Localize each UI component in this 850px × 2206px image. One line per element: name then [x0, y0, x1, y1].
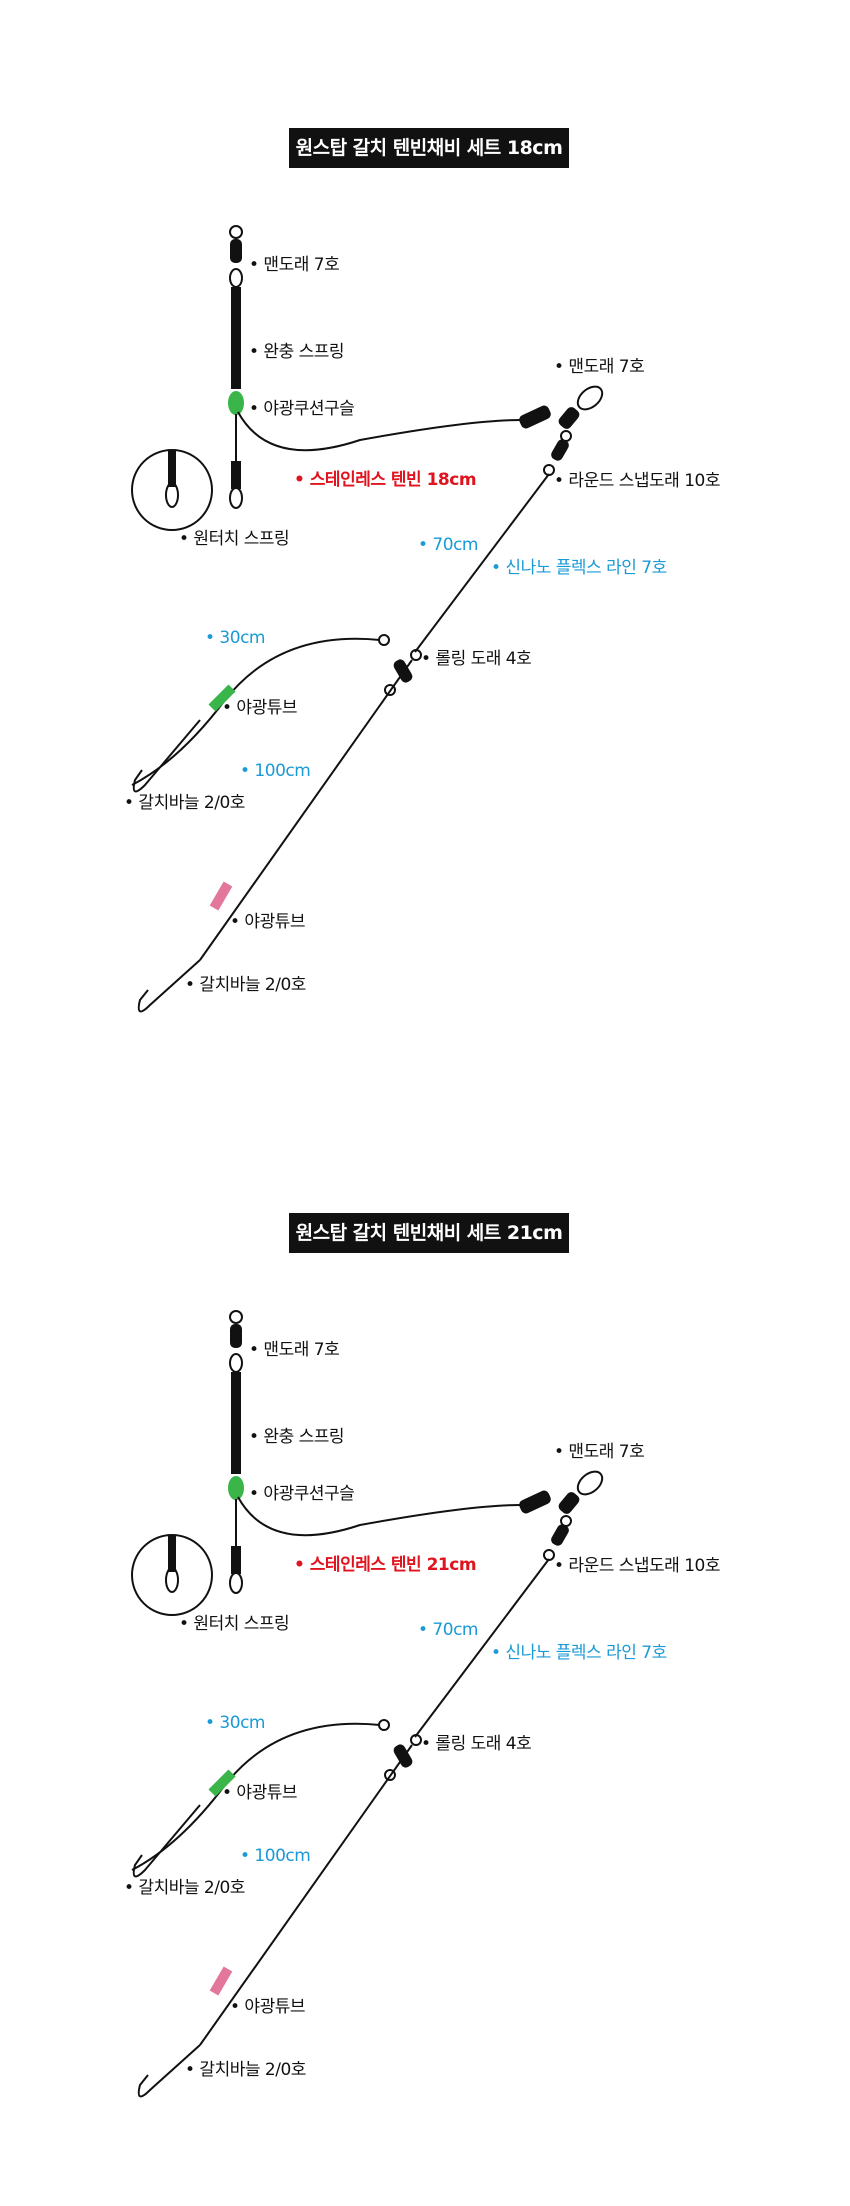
label-hook-2: • 갈치바늘 2/0호: [185, 975, 306, 995]
snap-swivel-body: [551, 439, 569, 461]
main-line-lower: [199, 1744, 413, 2046]
hook-1: [132, 719, 201, 793]
rolling-swivel-body: [393, 1744, 413, 1768]
label-cushion-bead: • 야광쿠션구슬: [249, 1484, 355, 1504]
hook-1: [132, 1804, 201, 1878]
right-swivel-ring: [576, 1470, 604, 1496]
label-line: • 신나노 플렉스 라인 7호: [491, 558, 667, 578]
label-swivel-top: • 맨도래 7호: [249, 255, 340, 275]
rolling-swivel-ring-2: [384, 684, 396, 696]
wire-sleeve: [519, 405, 551, 429]
main-line-upper: [414, 473, 550, 653]
cushion-bead: [228, 1476, 244, 1500]
hook-2: [137, 2044, 201, 2098]
snap-ring-lower: [543, 1549, 555, 1561]
label-one-touch-spring: • 원터치 스프링: [179, 1614, 290, 1634]
rolling-swivel-ring: [410, 649, 422, 661]
label-swivel-top: • 맨도래 7호: [249, 1340, 340, 1360]
rig-diagram: [131, 1310, 604, 2098]
glow-tube-pink: [209, 881, 233, 911]
spring-coil: [231, 1372, 241, 1474]
top-ring: [229, 225, 243, 239]
label-len-30: • 30cm: [205, 628, 265, 648]
lower-loop: [229, 487, 243, 509]
main-line-lower: [199, 659, 413, 961]
rolling-swivel-ring: [410, 1734, 422, 1746]
label-glow-tube-1: • 야광튜브: [222, 1783, 298, 1803]
label-snap-swivel: • 라운드 스냅도래 10호: [554, 1556, 721, 1576]
top-swivel-body: [230, 239, 242, 263]
label-len-30: • 30cm: [205, 1713, 265, 1733]
wire-arm: [237, 411, 521, 452]
cushion-bead: [228, 391, 244, 415]
rig-panel-18cm: 원스탑 갈치 텐빈채비 세트 18cm • 맨도래 7호 • 완충 스프링 • …: [0, 0, 850, 1100]
label-line: • 신나노 플렉스 라인 7호: [491, 1643, 667, 1663]
snap-ring-lower: [543, 464, 555, 476]
label-spring: • 완충 스프링: [249, 342, 345, 362]
panel-title: 원스탑 갈치 텐빈채비 세트 21cm: [289, 1213, 569, 1253]
one-touch-spring-bar: [168, 1536, 176, 1572]
label-glow-tube-2: • 야광튜브: [230, 912, 306, 932]
label-glow-tube-2: • 야광튜브: [230, 1997, 306, 2017]
branch-ring: [378, 634, 390, 646]
one-touch-spring-circle: [131, 1534, 213, 1616]
one-touch-spring-circle: [131, 449, 213, 531]
right-swivel-ring: [576, 385, 604, 411]
rolling-swivel-body: [393, 659, 413, 683]
label-rolling-swivel: • 롤링 도래 4호: [421, 1734, 532, 1754]
lower-loop: [229, 1572, 243, 1594]
right-swivel-body: [558, 1492, 580, 1514]
label-swivel-right: • 맨도래 7호: [554, 357, 645, 377]
right-swivel-body: [558, 407, 580, 429]
glow-tube-pink: [209, 1966, 233, 1996]
label-one-touch-spring: • 원터치 스프링: [179, 529, 290, 549]
top-swivel-ring: [229, 268, 243, 288]
top-ring: [229, 1310, 243, 1324]
label-spring: • 완충 스프링: [249, 1427, 345, 1447]
label-len-100: • 100cm: [240, 761, 311, 781]
hook-2: [137, 959, 201, 1013]
one-touch-spring-loop: [165, 1567, 179, 1593]
snap-swivel-body: [551, 1524, 569, 1546]
top-swivel-ring: [229, 1353, 243, 1373]
label-glow-tube-1: • 야광튜브: [222, 698, 298, 718]
one-touch-spring-loop: [165, 482, 179, 508]
label-len-70: • 70cm: [418, 535, 478, 555]
panel-title: 원스탑 갈치 텐빈채비 세트 18cm: [289, 128, 569, 168]
one-touch-spring-bar: [168, 451, 176, 487]
branch-ring: [378, 1719, 390, 1731]
label-wire: • 스테인레스 텐빈 18cm: [294, 470, 477, 490]
lower-clip: [231, 1546, 241, 1574]
glow-tube-green: [208, 684, 236, 712]
label-snap-swivel: • 라운드 스냅도래 10호: [554, 471, 721, 491]
glow-tube-green: [208, 1769, 236, 1797]
label-cushion-bead: • 야광쿠션구슬: [249, 399, 355, 419]
label-hook-1: • 갈치바늘 2/0호: [124, 793, 245, 813]
label-hook-2: • 갈치바늘 2/0호: [185, 2060, 306, 2080]
label-len-70: • 70cm: [418, 1620, 478, 1640]
rolling-swivel-ring-2: [384, 1769, 396, 1781]
label-wire: • 스테인레스 텐빈 21cm: [294, 1555, 477, 1575]
spring-coil: [231, 287, 241, 389]
main-line-upper: [414, 1558, 550, 1738]
rig-panel-21cm: 원스탑 갈치 텐빈채비 세트 21cm • 맨도래 7호 • 완충 스프링 • …: [0, 1085, 850, 2185]
label-swivel-right: • 맨도래 7호: [554, 1442, 645, 1462]
wire-arm: [237, 1496, 521, 1537]
label-rolling-swivel: • 롤링 도래 4호: [421, 649, 532, 669]
rig-diagram: [131, 225, 604, 1013]
wire-sleeve: [519, 1490, 551, 1514]
lower-clip: [231, 461, 241, 489]
label-len-100: • 100cm: [240, 1846, 311, 1866]
top-swivel-body: [230, 1324, 242, 1348]
label-hook-1: • 갈치바늘 2/0호: [124, 1878, 245, 1898]
